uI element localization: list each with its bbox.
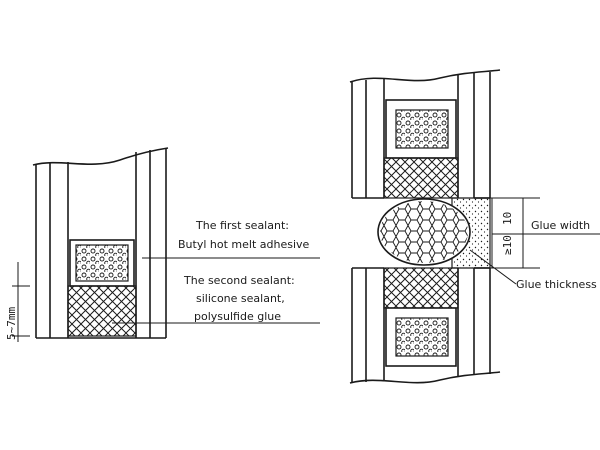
right-bottom-break-line [349, 371, 501, 384]
backer-rod-texture [380, 201, 468, 263]
lower-second-sealant [383, 267, 459, 309]
first-sealant-label-2: Butyl hot melt adhesive [178, 238, 310, 251]
left-dim-label: 5~7mm [5, 307, 18, 340]
first-sealant-label-1: The first sealant: [195, 219, 289, 232]
right-top-break-line [349, 69, 501, 83]
dim-label-10: 10 [501, 212, 514, 225]
left-second-sealant [67, 285, 137, 337]
glue-thickness-label: Glue thickness [516, 278, 597, 291]
right-assembly: 10 ≥10 [349, 69, 600, 384]
second-sealant-label-3: polysulfide glue [194, 310, 281, 323]
glue-width-label: Glue width [531, 219, 590, 232]
lower-desiccant [395, 317, 449, 357]
upper-desiccant [395, 109, 449, 149]
left-break-line [32, 147, 169, 166]
left-assembly: 5~7mm [5, 147, 169, 342]
left-desiccant [75, 244, 129, 282]
second-sealant-label-2: silicone sealant, [196, 292, 285, 305]
upper-second-sealant [383, 157, 459, 199]
glue-thickness-leader [469, 249, 517, 285]
dim-label-ge10: ≥10 [501, 235, 514, 255]
second-sealant-label-1: The second sealant: [183, 274, 295, 287]
